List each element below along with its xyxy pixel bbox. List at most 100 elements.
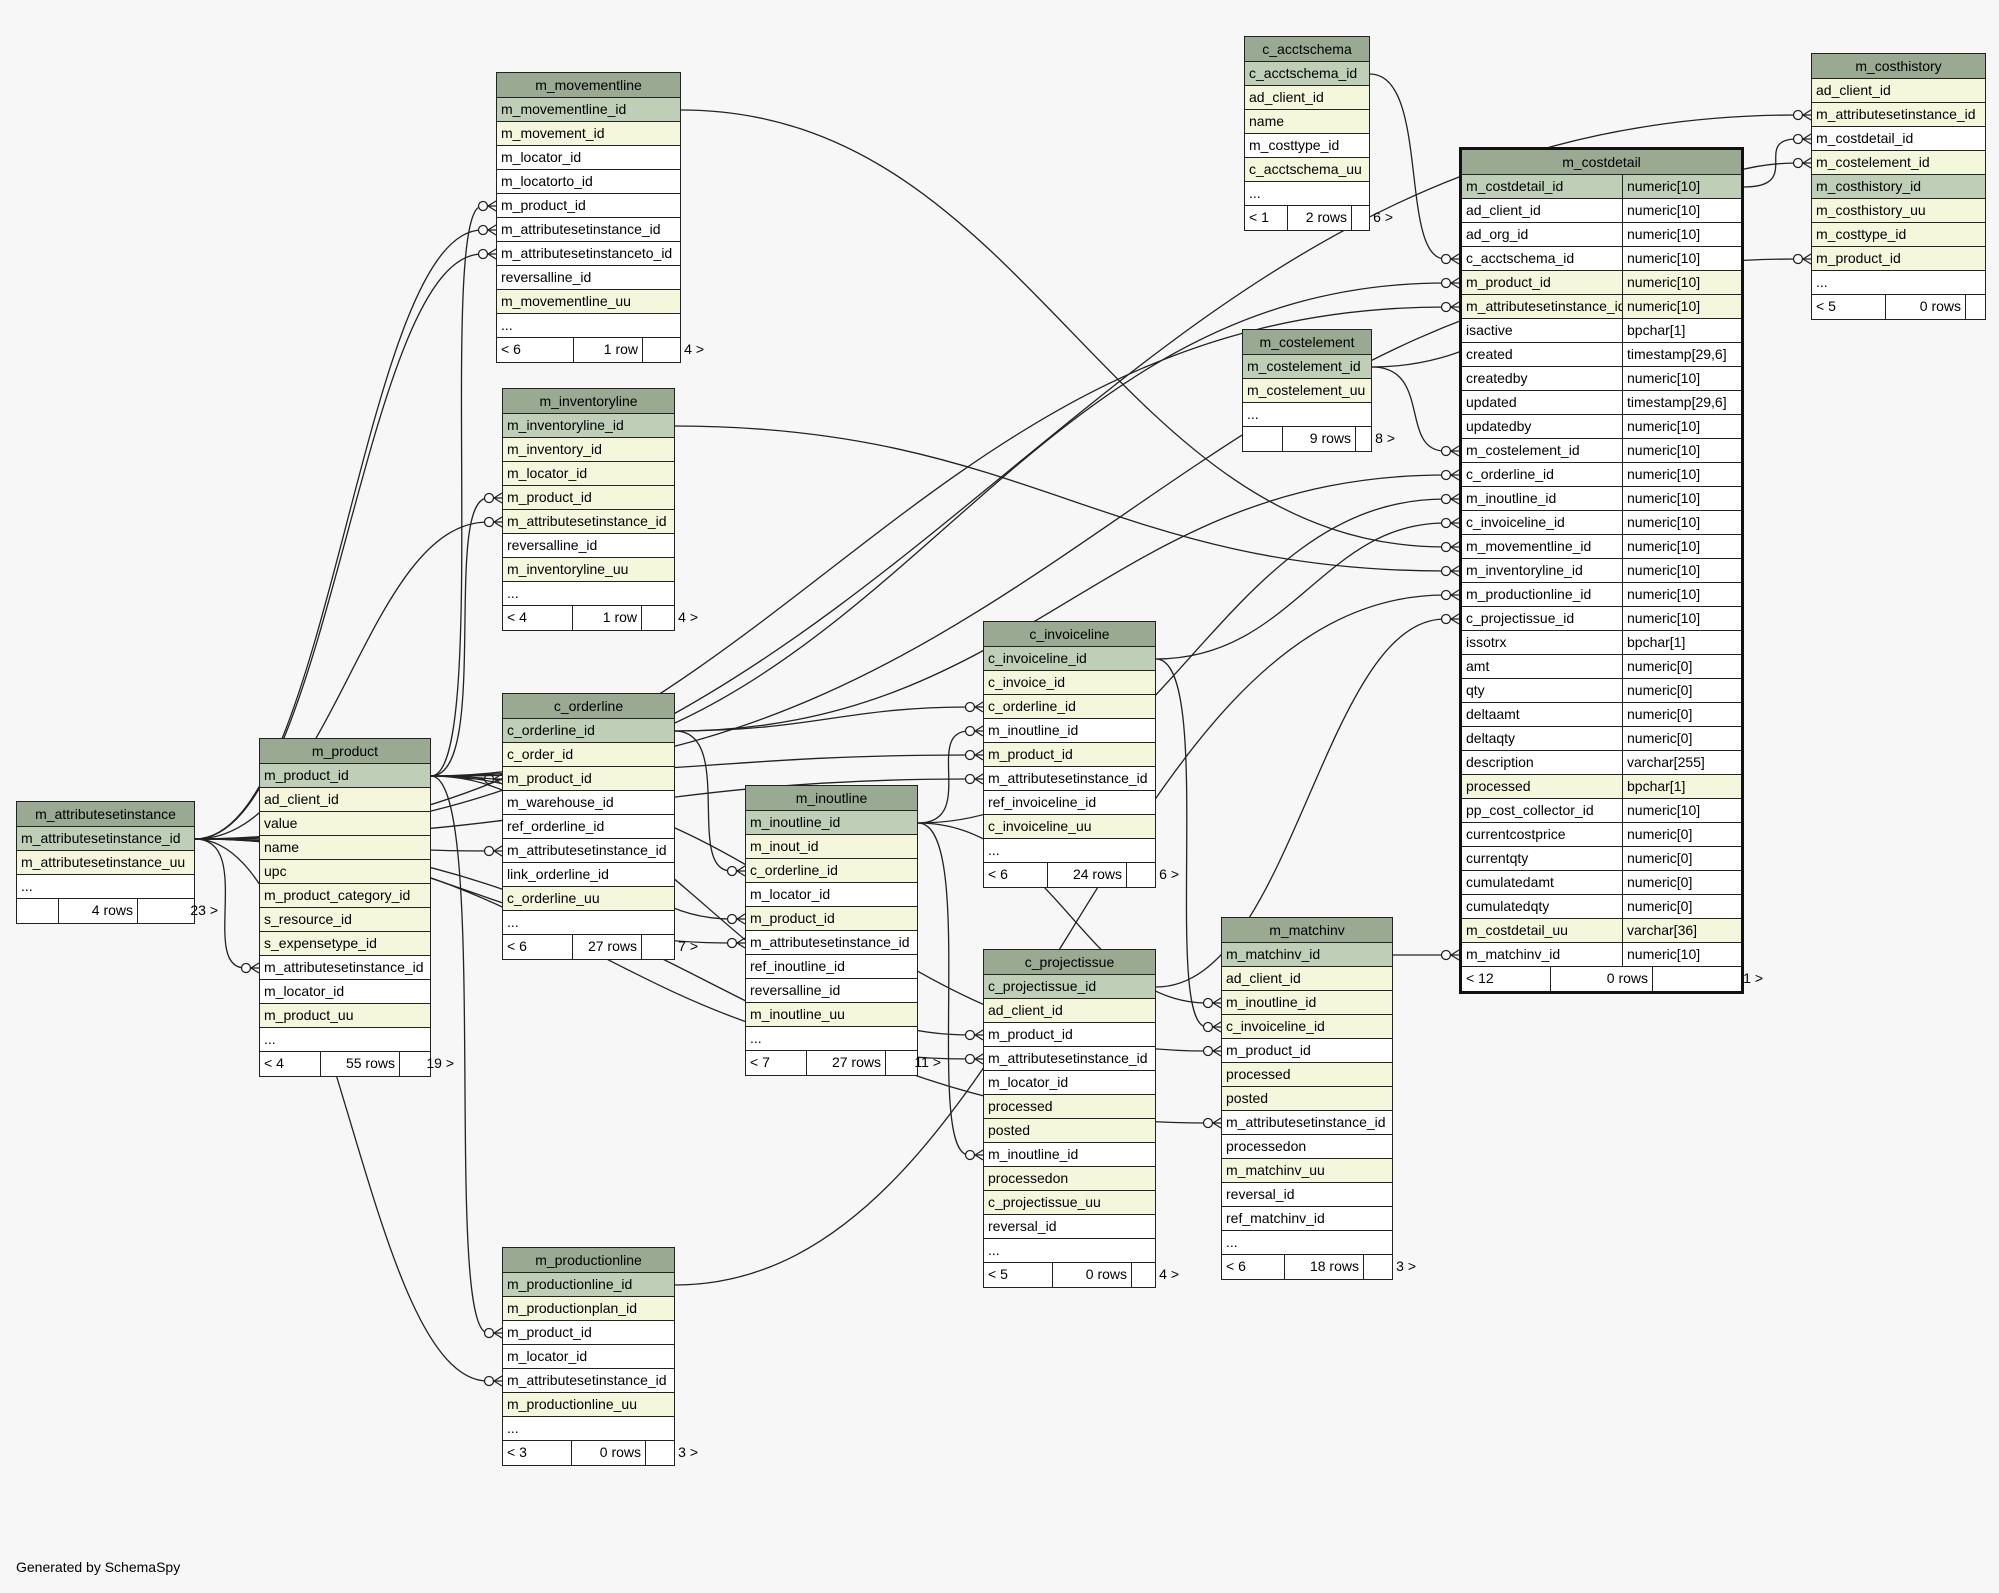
column-row[interactable]: m_inventoryline_id bbox=[503, 414, 674, 438]
column-row[interactable]: m_locatorto_id bbox=[497, 170, 680, 194]
parent-count[interactable]: < 4 bbox=[507, 609, 527, 625]
column-row[interactable]: ref_orderline_id bbox=[503, 815, 674, 839]
column-row[interactable]: m_inoutline_id bbox=[984, 1143, 1155, 1167]
column-row[interactable]: m_productionplan_id bbox=[503, 1297, 674, 1321]
column-row[interactable]: c_acctschema_id bbox=[1245, 62, 1369, 86]
column-row[interactable]: name bbox=[1245, 110, 1369, 134]
table-title[interactable]: m_costhistory bbox=[1812, 54, 1985, 79]
more-columns[interactable]: ... bbox=[1812, 271, 1985, 295]
column-row[interactable]: m_attributesetinstance_id bbox=[497, 218, 680, 242]
column-row[interactable]: processedon bbox=[984, 1167, 1155, 1191]
child-count[interactable]: 4 > bbox=[1131, 1263, 1183, 1287]
child-count[interactable]: 4 > bbox=[641, 606, 702, 630]
column-row[interactable]: c_invoiceline_uu bbox=[984, 815, 1155, 839]
column-row[interactable]: m_movement_id bbox=[497, 122, 680, 146]
parent-count[interactable]: < 6 bbox=[988, 866, 1008, 882]
column-row[interactable]: c_invoice_id bbox=[984, 671, 1155, 695]
column-row[interactable]: m_attributesetinstance_id bbox=[17, 827, 194, 851]
more-columns[interactable]: ... bbox=[17, 875, 194, 899]
column-row[interactable]: m_product_id bbox=[503, 1321, 674, 1345]
column-row[interactable]: m_warehouse_id bbox=[503, 791, 674, 815]
column-row[interactable]: name bbox=[260, 836, 430, 860]
table-title[interactable]: m_matchinv bbox=[1222, 918, 1392, 943]
column-row[interactable]: c_invoiceline_id bbox=[984, 647, 1155, 671]
column-row[interactable]: m_movementline_id bbox=[497, 98, 680, 122]
more-columns[interactable]: ... bbox=[984, 1239, 1155, 1263]
parent-count[interactable]: < 1 bbox=[1249, 209, 1269, 225]
column-row[interactable]: c_acctschema_uu bbox=[1245, 158, 1369, 182]
more-columns[interactable]: ... bbox=[497, 314, 680, 338]
column-row[interactable]: c_orderline_id bbox=[984, 695, 1155, 719]
parent-count[interactable]: < 5 bbox=[988, 1266, 1008, 1282]
column-row[interactable]: c_orderline_id bbox=[746, 859, 917, 883]
column-row[interactable]: m_product_id bbox=[497, 194, 680, 218]
table-title[interactable]: m_attributesetinstance bbox=[17, 802, 194, 827]
column-row[interactable]: ad_client_id bbox=[260, 788, 430, 812]
column-row[interactable]: m_product_id bbox=[746, 907, 917, 931]
more-columns[interactable]: ... bbox=[1243, 403, 1371, 427]
column-row[interactable]: m_costtype_id bbox=[1245, 134, 1369, 158]
parent-count[interactable]: < 12 bbox=[1466, 970, 1494, 986]
parent-count[interactable]: < 7 bbox=[750, 1054, 770, 1070]
column-row[interactable]: posted bbox=[1222, 1087, 1392, 1111]
column-row[interactable]: m_product_category_id bbox=[260, 884, 430, 908]
more-columns[interactable]: ... bbox=[503, 1417, 674, 1441]
column-row[interactable]: m_costelement_id bbox=[1812, 151, 1985, 175]
column-row[interactable]: ref_invoiceline_id bbox=[984, 791, 1155, 815]
column-row[interactable]: m_locator_id bbox=[746, 883, 917, 907]
column-row[interactable]: m_attributesetinstance_id bbox=[503, 839, 674, 863]
column-row[interactable]: ad_client_id bbox=[1222, 967, 1392, 991]
column-row[interactable]: m_attributesetinstance_id bbox=[984, 767, 1155, 791]
column-row[interactable]: c_order_id bbox=[503, 743, 674, 767]
column-row[interactable]: m_product_uu bbox=[260, 1004, 430, 1028]
column-row[interactable]: reversalline_id bbox=[497, 266, 680, 290]
child-count[interactable] bbox=[1965, 295, 1999, 319]
column-row[interactable]: m_attributesetinstance_id bbox=[1222, 1111, 1392, 1135]
column-row[interactable]: m_productionline_id bbox=[503, 1273, 674, 1297]
column-row[interactable]: m_locator_id bbox=[984, 1071, 1155, 1095]
column-row[interactable]: m_attributesetinstance_id bbox=[984, 1047, 1155, 1071]
column-row[interactable]: value bbox=[260, 812, 430, 836]
table-title[interactable]: c_projectissue bbox=[984, 950, 1155, 975]
column-row[interactable]: ref_inoutline_id bbox=[746, 955, 917, 979]
parent-count[interactable]: < 6 bbox=[1226, 1258, 1246, 1274]
column-row[interactable]: ad_client_id bbox=[984, 999, 1155, 1023]
column-row[interactable]: m_inventory_id bbox=[503, 438, 674, 462]
column-row[interactable]: m_attributesetinstance_uu bbox=[17, 851, 194, 875]
column-row[interactable]: m_inoutline_id bbox=[984, 719, 1155, 743]
child-count[interactable]: 3 > bbox=[1363, 1255, 1420, 1279]
more-columns[interactable]: ... bbox=[746, 1027, 917, 1051]
parent-count[interactable] bbox=[1243, 427, 1282, 451]
parent-count[interactable]: < 5 bbox=[1816, 298, 1836, 314]
more-columns[interactable]: ... bbox=[503, 582, 674, 606]
column-row[interactable]: upc bbox=[260, 860, 430, 884]
column-row[interactable]: posted bbox=[984, 1119, 1155, 1143]
column-row[interactable]: m_attributesetinstance_id bbox=[746, 931, 917, 955]
column-row[interactable]: m_movementline_uu bbox=[497, 290, 680, 314]
column-row[interactable]: ref_matchinv_id bbox=[1222, 1207, 1392, 1231]
table-title[interactable]: m_inoutline bbox=[746, 786, 917, 811]
table-title[interactable]: m_costelement bbox=[1243, 330, 1371, 355]
child-count[interactable]: 6 > bbox=[1351, 206, 1397, 230]
child-count[interactable]: 8 > bbox=[1355, 427, 1399, 451]
child-count[interactable]: 7 > bbox=[641, 935, 702, 959]
column-row[interactable]: ad_client_id bbox=[1812, 79, 1985, 103]
column-row[interactable]: m_product_id bbox=[1222, 1039, 1392, 1063]
column-row[interactable]: m_inoutline_id bbox=[1222, 991, 1392, 1015]
